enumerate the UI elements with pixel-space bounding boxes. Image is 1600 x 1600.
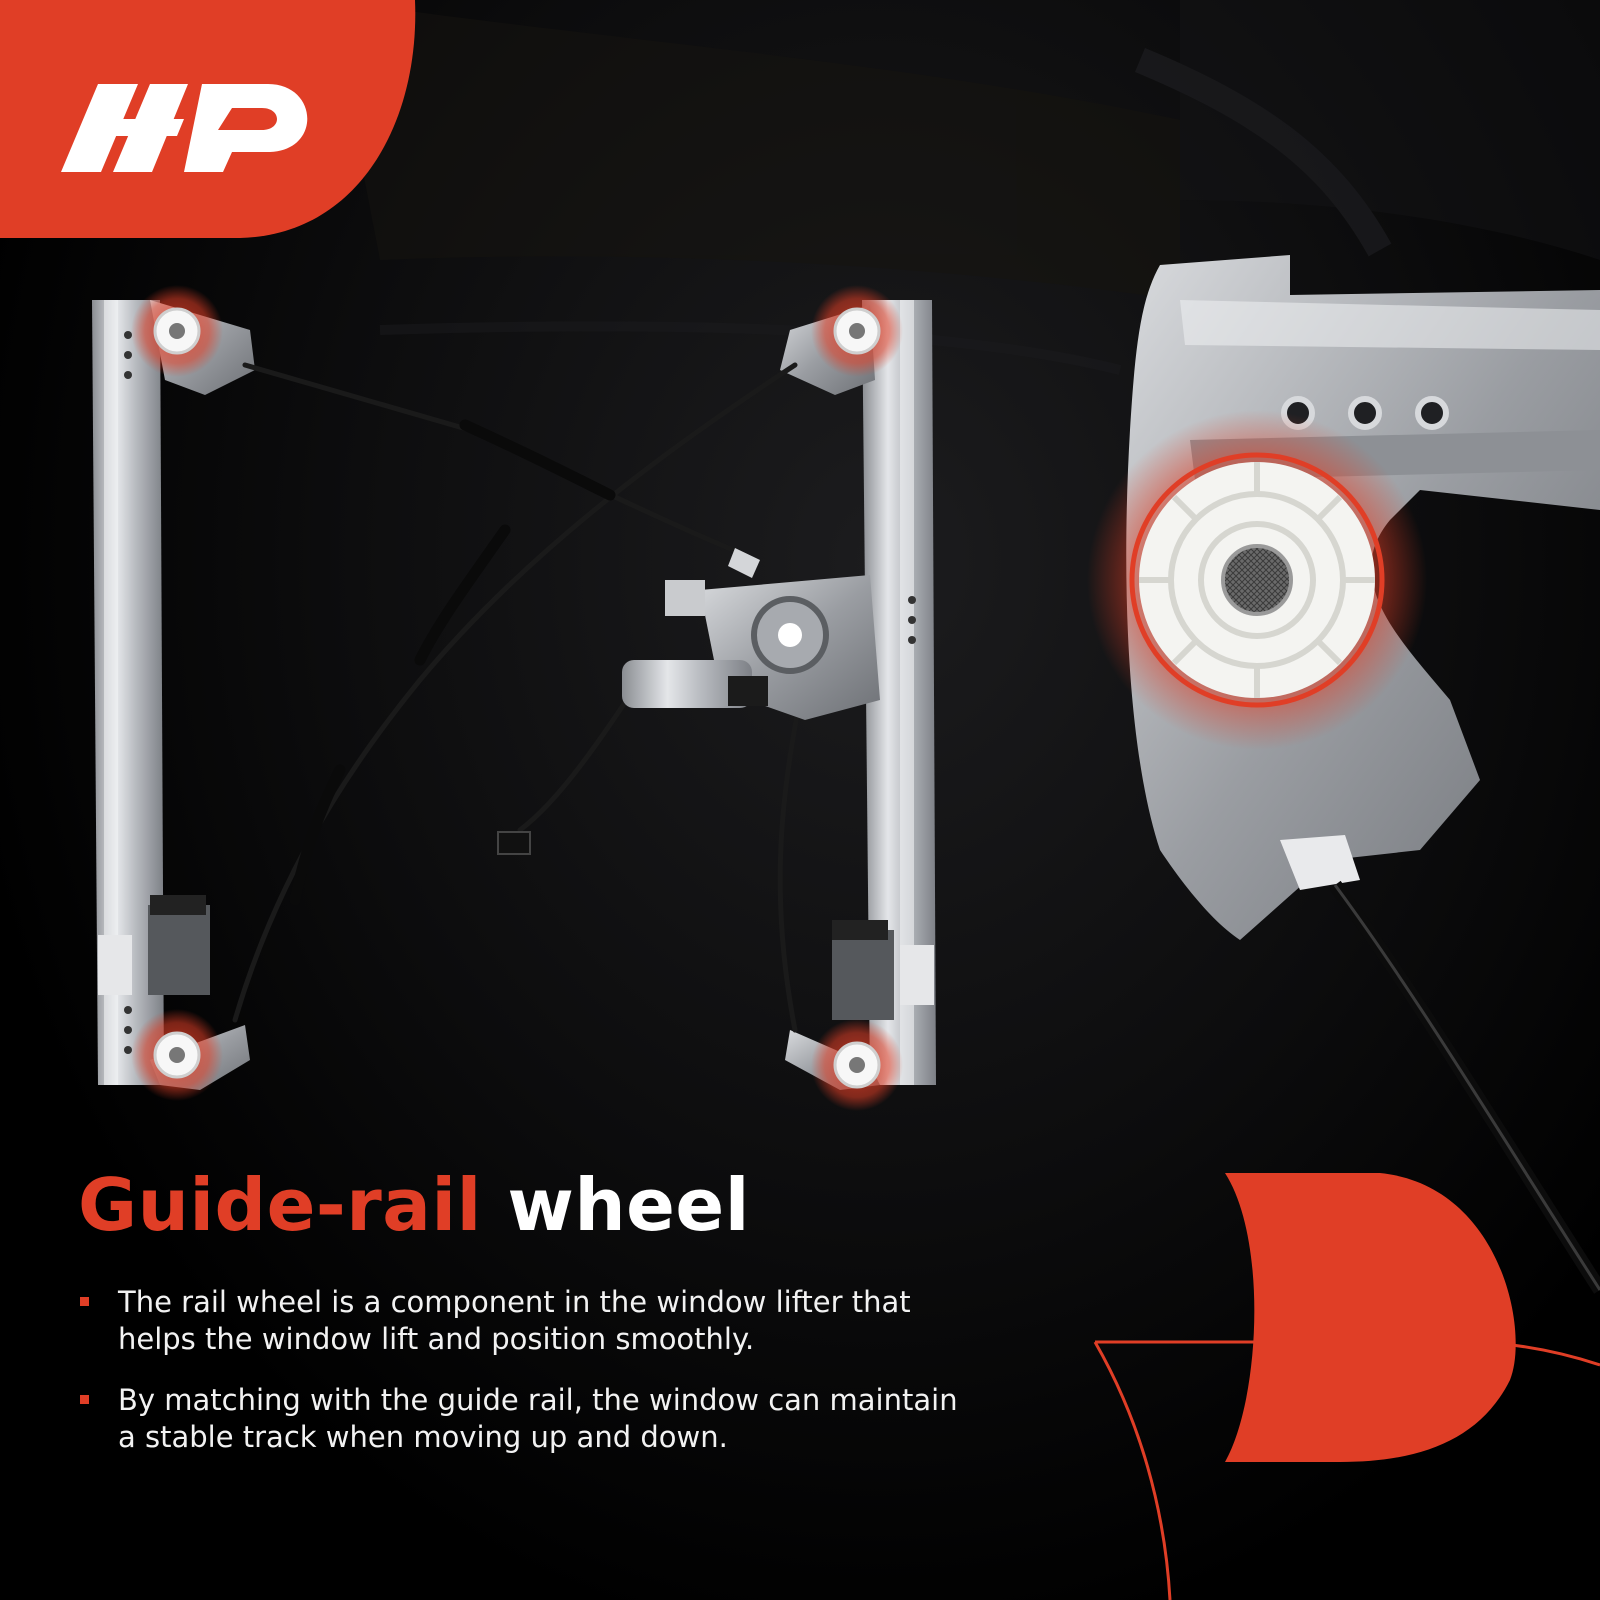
headline: Guide-rail wheel bbox=[78, 1160, 750, 1250]
bullet-square-icon bbox=[80, 1395, 89, 1404]
accent-d-shape bbox=[1225, 1173, 1516, 1462]
window-regulator-icon bbox=[92, 300, 936, 1090]
bullet-text: By matching with the guide rail, the win… bbox=[118, 1383, 958, 1454]
bullet-text: The rail wheel is a component in the win… bbox=[118, 1285, 911, 1356]
feature-bullet-list: The rail wheel is a component in the win… bbox=[78, 1284, 978, 1480]
feature-bullet: By matching with the guide rail, the win… bbox=[78, 1382, 978, 1456]
adp-logo-icon bbox=[61, 84, 308, 172]
accent-line-decoration bbox=[1093, 1340, 1600, 1600]
headline-accent: Guide-rail bbox=[78, 1163, 482, 1247]
bullet-square-icon bbox=[80, 1297, 89, 1306]
headline-rest: wheel bbox=[507, 1163, 750, 1247]
feature-bullet: The rail wheel is a component in the win… bbox=[78, 1284, 978, 1358]
guide-rail-wheel-highlight bbox=[131, 285, 903, 1111]
guide-rail-wheel-closeup-icon bbox=[1087, 255, 1600, 1294]
